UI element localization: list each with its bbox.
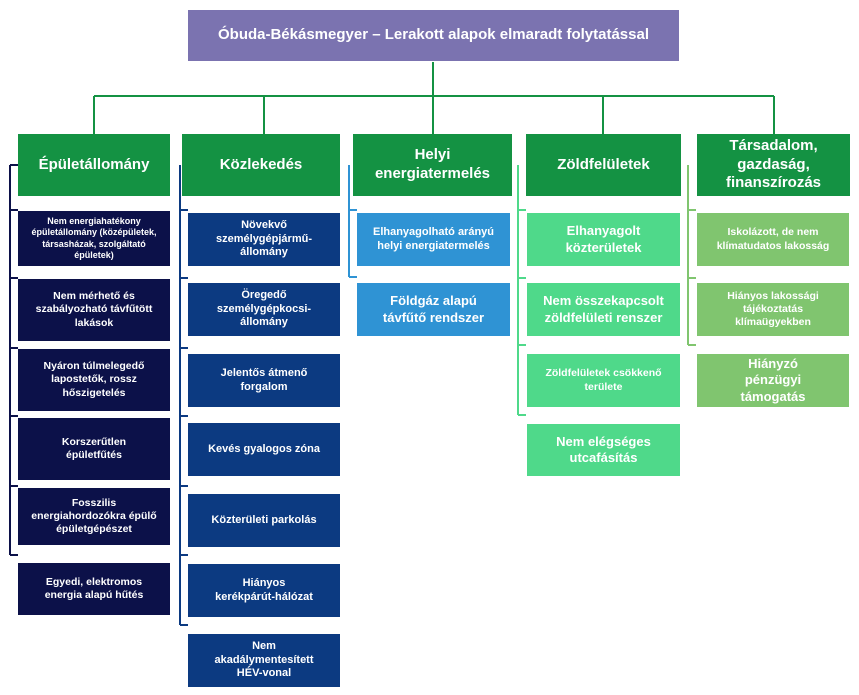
item-kozl-1: Növekvő személygépjármű-állomány	[188, 213, 340, 266]
category-label: Zöldfelületek	[557, 155, 650, 173]
item-zold-2: Nem összekapcsolt zöldfelületi renszer	[527, 283, 680, 336]
item-epulet-6: Egyedi, elektromos energia alapú hűtés	[18, 563, 170, 615]
item-text: Nem akadálymentesített HÉV-vonal	[214, 639, 314, 680]
category-label: Társadalom, gazdaság, finanszírozás	[725, 136, 822, 192]
item-text: Korszerűtlen épületfűtés	[61, 435, 127, 461]
item-text: Elhanyagolható arányú helyi energiaterme…	[372, 225, 495, 252]
item-text: Kevés gyalogos zóna	[208, 442, 320, 455]
item-text: Öregedő személygépkocsi-állomány	[216, 288, 312, 329]
item-text: Jelentős átmenő forgalom	[220, 366, 308, 393]
item-epulet-2: Nem mérhető és szabályozható távfűtött l…	[18, 279, 170, 341]
root-title: Óbuda-Békásmegyer – Lerakott alapok elma…	[188, 10, 679, 61]
root-title-text: Óbuda-Békásmegyer – Lerakott alapok elma…	[217, 26, 649, 44]
item-kozl-3: Jelentős átmenő forgalom	[188, 354, 340, 407]
item-kozl-5: Közterületi parkolás	[188, 494, 340, 547]
item-text: Nem elégséges utcafásítás	[556, 433, 651, 465]
category-kozlekedes: Közlekedés	[182, 134, 340, 196]
item-text: Hiányzó pénzügyi támogatás	[740, 356, 806, 404]
item-kozl-7: Nem akadálymentesített HÉV-vonal	[188, 634, 340, 687]
item-text: Nem mérhető és szabályozható távfűtött l…	[35, 290, 153, 329]
item-text: Növekvő személygépjármű-állomány	[216, 218, 312, 259]
item-text: Hiányos lakossági tájékoztatás klímaügye…	[727, 289, 819, 329]
category-label: Közlekedés	[219, 155, 303, 173]
category-helyi-energiatermeles: Helyi energiatermelés	[353, 134, 512, 196]
item-text: Zöldfelületek csökkenő területe	[545, 367, 662, 393]
category-label: Helyi energiatermelés	[374, 146, 491, 182]
item-text: Iskolázott, de nem klímatudatos lakosság	[716, 226, 830, 252]
item-helyi-1: Elhanyagolható arányú helyi energiaterme…	[357, 213, 510, 266]
item-tars-1: Iskolázott, de nem klímatudatos lakosság	[697, 213, 849, 266]
item-epulet-1: Nem energiahatékony épületállomány (közé…	[18, 211, 170, 266]
item-text: Elhanyagolt közterületek	[565, 223, 642, 255]
item-text: Egyedi, elektromos energia alapú hűtés	[44, 575, 144, 601]
item-epulet-3: Nyáron túlmelegedő lapostetők, rossz hős…	[18, 349, 170, 411]
item-text: Közterületi parkolás	[211, 513, 317, 526]
item-text: Nem energiahatékony épületállomány (közé…	[31, 216, 157, 260]
item-text: Nyáron túlmelegedő lapostetők, rossz hős…	[43, 360, 145, 399]
item-zold-1: Elhanyagolt közterületek	[527, 213, 680, 266]
item-kozl-4: Kevés gyalogos zóna	[188, 423, 340, 476]
item-epulet-4: Korszerűtlen épületfűtés	[18, 418, 170, 480]
category-epuletallomany: Épületállomány	[18, 134, 170, 196]
item-kozl-6: Hiányos kerékpárút-hálózat	[188, 564, 340, 617]
item-text: Földgáz alapú távfűtő rendszer	[382, 293, 485, 325]
item-text: Fosszilis energiahordozókra épülő épület…	[31, 496, 157, 536]
category-label: Épületállomány	[38, 155, 150, 173]
item-zold-3: Zöldfelületek csökkenő területe	[527, 354, 680, 407]
item-helyi-2: Földgáz alapú távfűtő rendszer	[357, 283, 510, 336]
item-zold-4: Nem elégséges utcafásítás	[527, 424, 680, 476]
item-epulet-5: Fosszilis energiahordozókra épülő épület…	[18, 488, 170, 545]
item-text: Nem összekapcsolt zöldfelületi renszer	[543, 293, 664, 325]
item-tars-3: Hiányzó pénzügyi támogatás	[697, 354, 849, 407]
category-zoldfeluletek: Zöldfelületek	[526, 134, 681, 196]
item-kozl-2: Öregedő személygépkocsi-állomány	[188, 283, 340, 336]
category-tarsadalom-gazdasag-finanszirozas: Társadalom, gazdaság, finanszírozás	[697, 134, 850, 196]
item-tars-2: Hiányos lakossági tájékoztatás klímaügye…	[697, 283, 849, 336]
item-text: Hiányos kerékpárút-hálózat	[215, 576, 313, 603]
